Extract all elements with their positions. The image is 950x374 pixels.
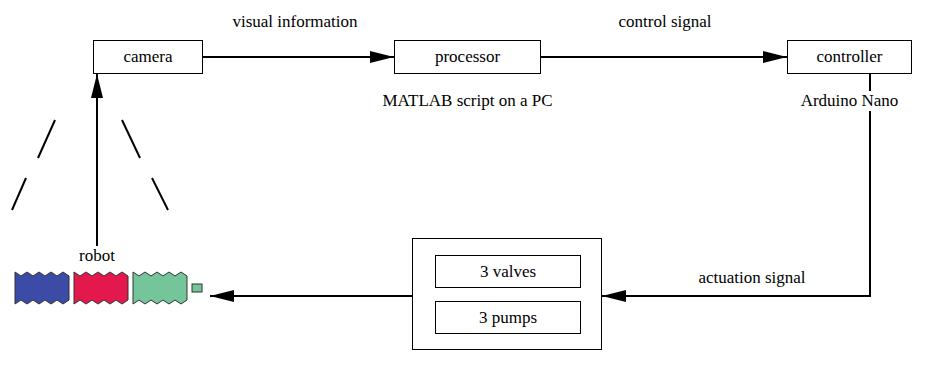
robot-connector	[192, 284, 202, 292]
process-box: 3 pumps	[435, 301, 581, 334]
robot-segment	[15, 272, 69, 304]
box-label: processor	[435, 47, 500, 67]
box-label: controller	[816, 47, 882, 67]
box-label: camera	[123, 47, 172, 67]
signal-arrow	[203, 56, 394, 58]
signal-arrow	[96, 74, 98, 246]
view-cone-line	[152, 178, 168, 210]
process-box: 3 valves	[435, 255, 581, 288]
view-cone-line	[122, 120, 140, 158]
view-cone-line	[12, 178, 26, 210]
process-box: processorMATLAB script on a PC	[394, 40, 541, 74]
robot-figure: robot	[12, 246, 210, 312]
process-box: controllerArduino Nano	[787, 40, 912, 74]
signal-label: visual information	[229, 12, 360, 32]
actuator-group: 3 valves 3 pumps	[412, 238, 602, 350]
figure-label: robot	[79, 246, 115, 266]
signal-label: actuation signal	[695, 268, 808, 288]
box-caption: MATLAB script on a PC	[380, 91, 556, 111]
view-cone-line	[38, 120, 55, 158]
box-label: 3 pumps	[479, 308, 537, 328]
box-label: 3 valves	[480, 262, 536, 282]
signal-label: control signal	[615, 12, 714, 32]
signal-arrow	[210, 295, 412, 297]
robot-segment	[133, 272, 187, 304]
process-box: camera	[93, 40, 203, 74]
signal-arrow	[541, 56, 787, 58]
robot-segment	[74, 272, 128, 304]
box-caption: Arduino Nano	[798, 91, 902, 111]
